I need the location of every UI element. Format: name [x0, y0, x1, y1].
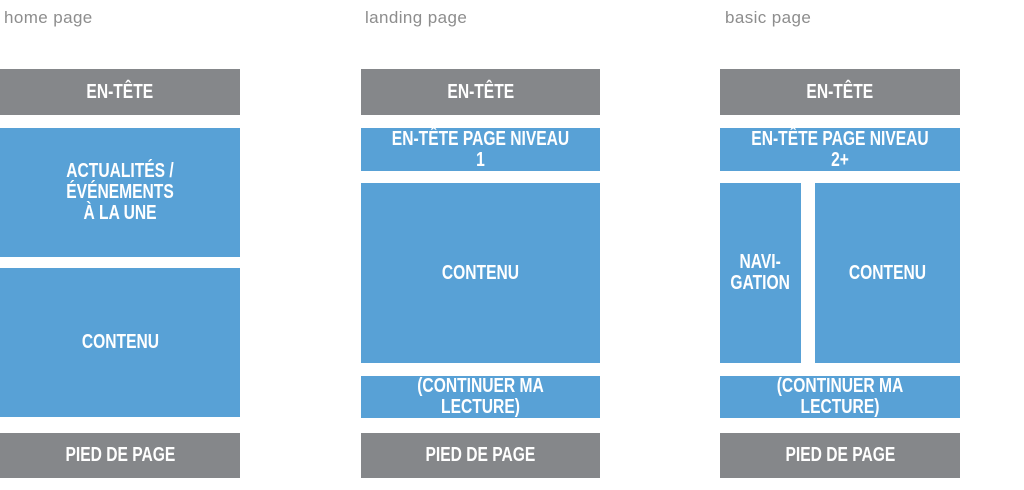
home-footer-block: PIED DE PAGE: [0, 433, 240, 478]
basic-continue-reading-label: (CONTINUER MA LECTURE): [776, 376, 904, 418]
home-featured-news-block: ACTUALITÉS / ÉVÉNEMENTS À LA UNE: [0, 128, 240, 257]
landing-footer-label: PIED DE PAGE: [425, 444, 536, 466]
basic-navigation-block: NAVI- GATION: [720, 183, 801, 363]
home-footer-label: PIED DE PAGE: [65, 444, 175, 466]
basic-page-header-block: EN-TÊTE PAGE NIVEAU 2+: [720, 128, 960, 171]
landing-continue-reading-label: (CONTINUER MA LECTURE): [417, 376, 544, 418]
landing-footer-block: PIED DE PAGE: [361, 433, 600, 478]
landing-header-label: EN-TÊTE: [447, 80, 514, 103]
basic-navigation-label: NAVI- GATION: [730, 251, 791, 294]
column-title-basic-page: basic page: [725, 8, 812, 27]
landing-continue-reading-block: (CONTINUER MA LECTURE): [361, 376, 600, 418]
landing-content-label: CONTENU: [441, 261, 520, 284]
home-content-block: CONTENU: [0, 268, 240, 417]
landing-header-block: EN-TÊTE: [361, 69, 600, 115]
landing-page-header-block: EN-TÊTE PAGE NIVEAU 1: [361, 128, 600, 171]
basic-content-label: CONTENU: [848, 261, 927, 284]
basic-continue-reading-block: (CONTINUER MA LECTURE): [720, 376, 960, 418]
home-featured-news-label: ACTUALITÉS / ÉVÉNEMENTS À LA UNE: [66, 160, 174, 224]
home-content-label: CONTENU: [81, 331, 159, 353]
basic-content-block: CONTENU: [815, 183, 960, 363]
basic-footer-block: PIED DE PAGE: [720, 433, 960, 478]
home-header-block: EN-TÊTE: [0, 69, 240, 115]
home-header-label: EN-TÊTE: [86, 80, 154, 103]
landing-page-header-label: EN-TÊTE PAGE NIVEAU 1: [391, 128, 570, 171]
basic-header-label: EN-TÊTE: [806, 80, 874, 103]
landing-content-block: CONTENU: [361, 183, 600, 363]
basic-header-block: EN-TÊTE: [720, 69, 960, 115]
column-title-home-page: home page: [4, 8, 93, 27]
basic-page-header-label: EN-TÊTE PAGE NIVEAU 2+: [751, 128, 929, 171]
basic-footer-label: PIED DE PAGE: [785, 444, 895, 466]
column-title-landing-page: landing page: [365, 8, 468, 27]
